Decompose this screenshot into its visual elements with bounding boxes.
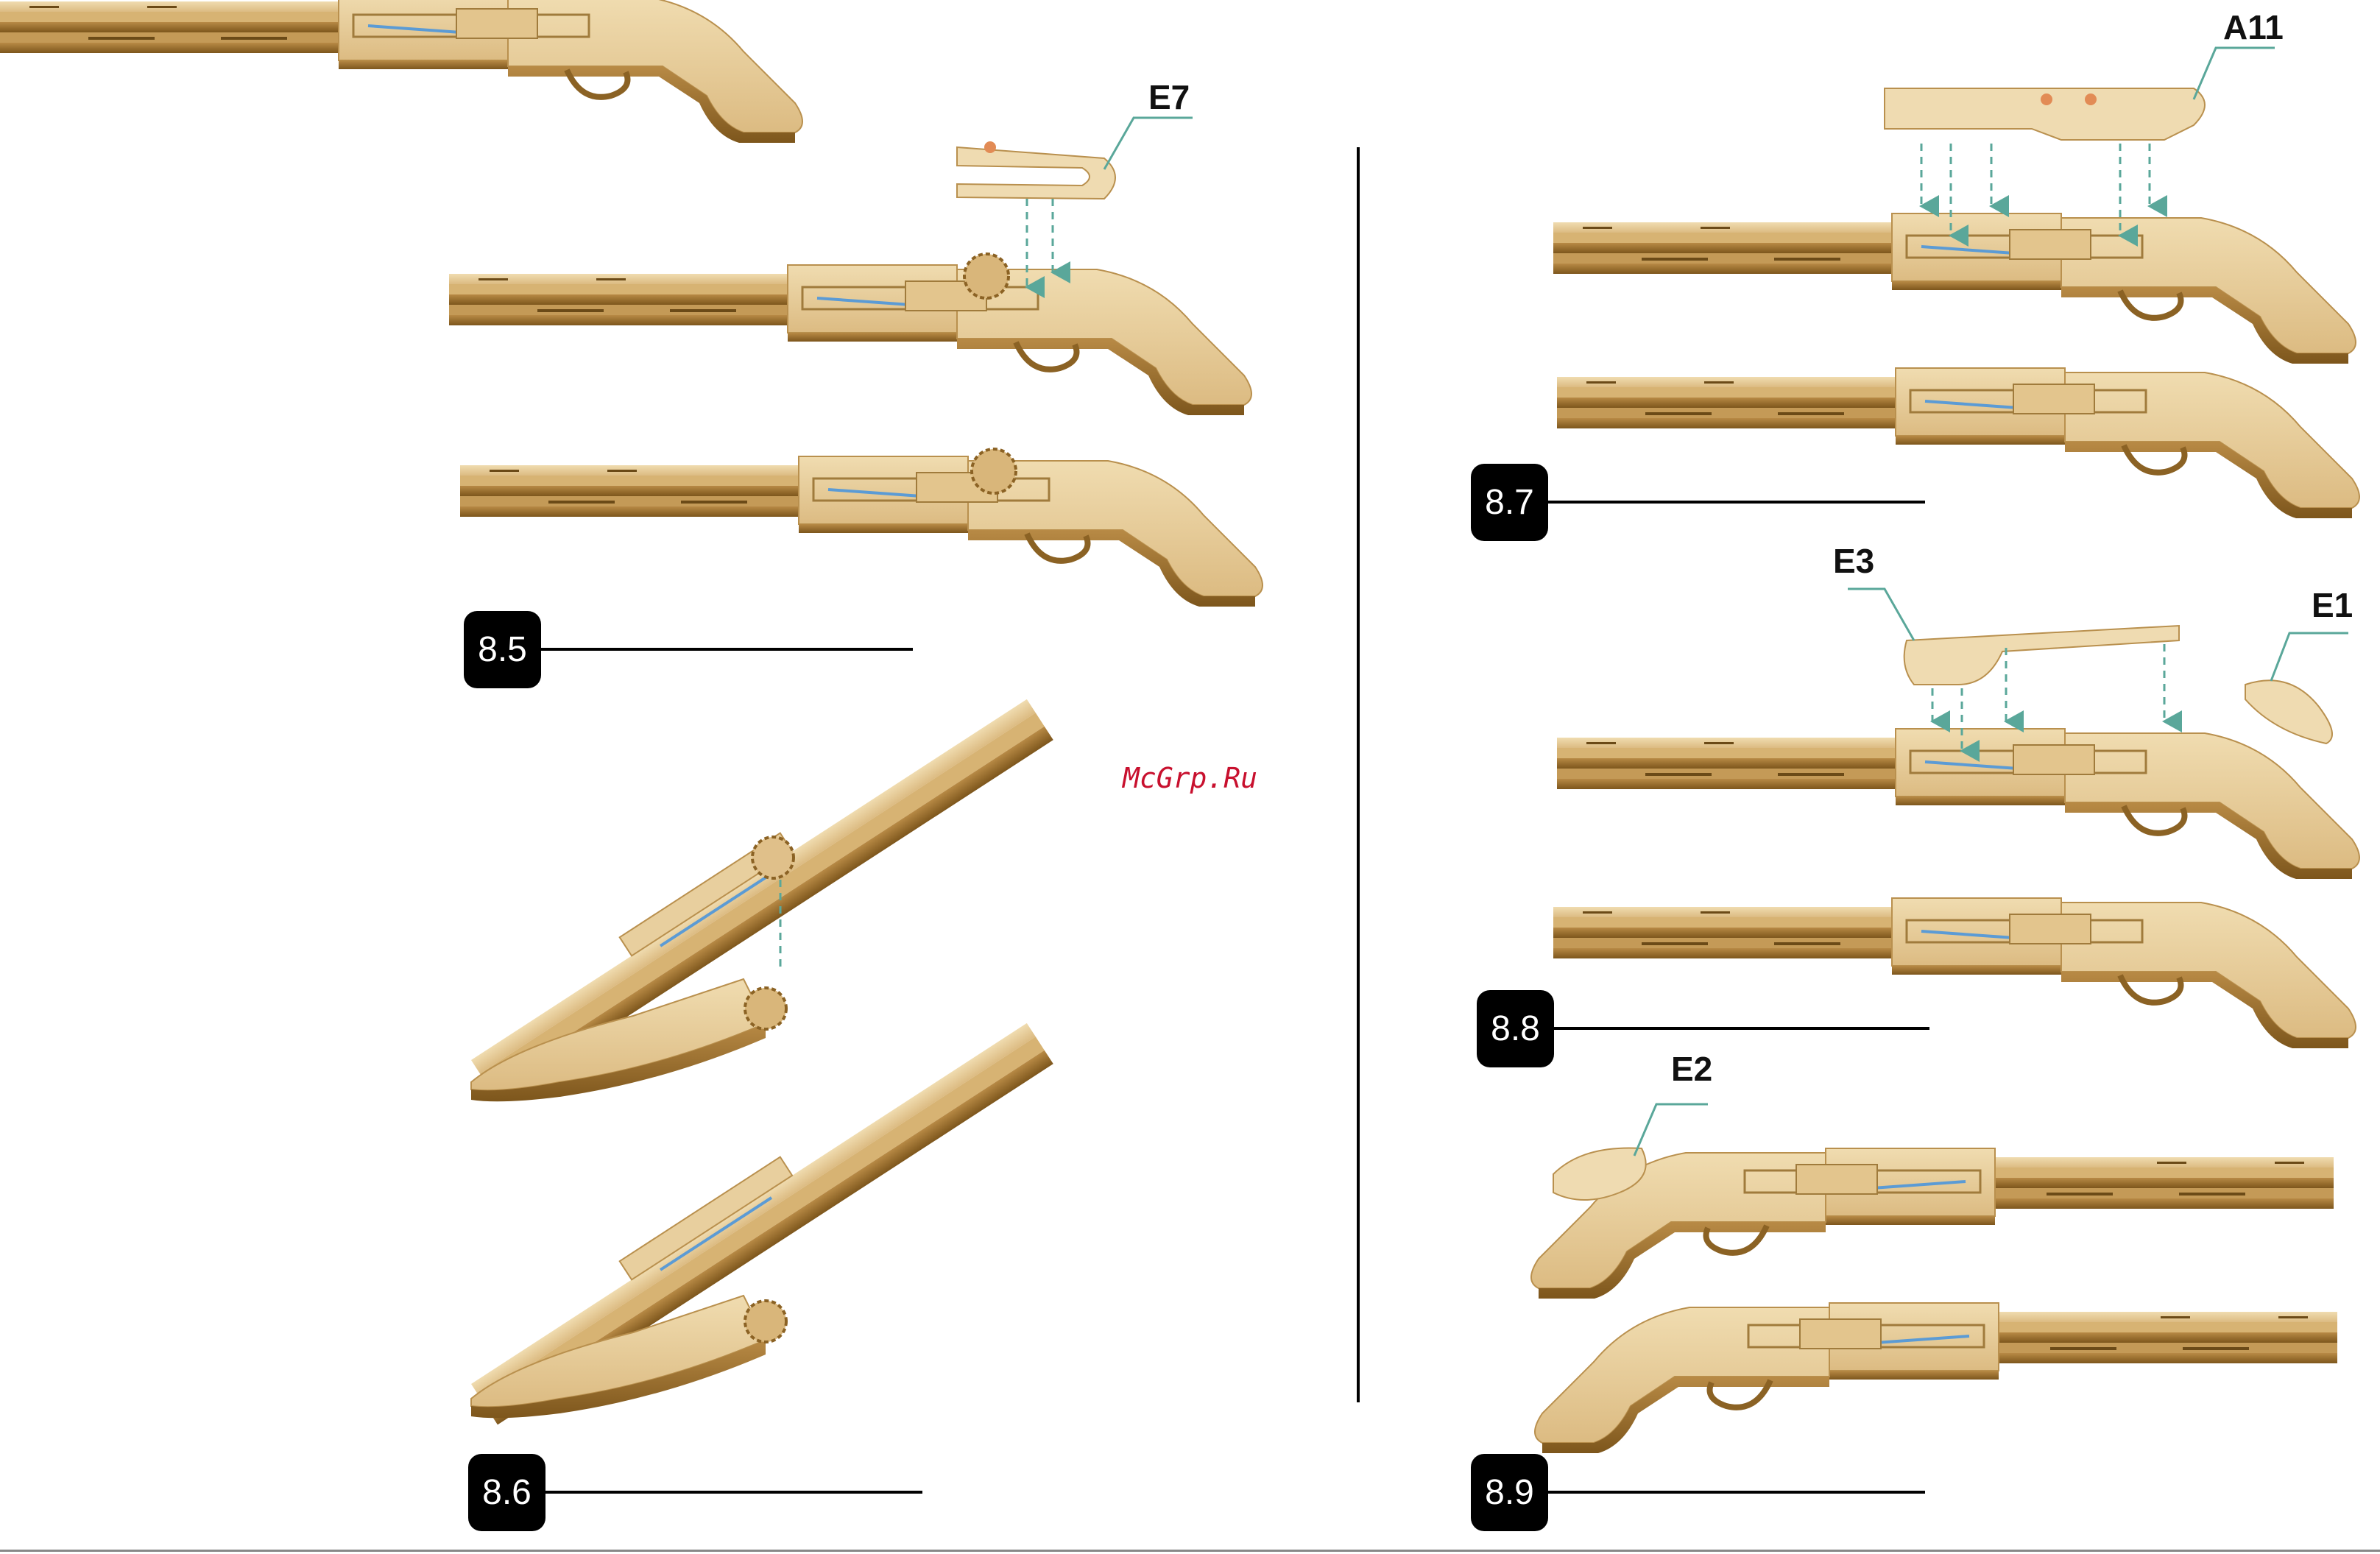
step-badge-8-5: 8.5 — [464, 611, 541, 688]
step-badge-8-8: 8.8 — [1477, 990, 1554, 1067]
step-8-6-illustration — [459, 681, 1053, 1425]
part-label-e1: E1 — [2312, 585, 2353, 625]
column-divider — [1357, 147, 1360, 1402]
step-rule — [1554, 1027, 1929, 1030]
gun-model-right — [0, 0, 802, 143]
watermark: McGrp.Ru — [1123, 762, 1257, 794]
part-label-e7: E7 — [1148, 77, 1190, 117]
step-badge-8-7: 8.7 — [1471, 464, 1548, 541]
step-rule — [541, 648, 913, 651]
step-badge-8-9: 8.9 — [1471, 1454, 1548, 1531]
part-label-e3: E3 — [1833, 541, 1874, 581]
step-badge-8-6: 8.6 — [468, 1454, 545, 1531]
step-rule — [1548, 1491, 1925, 1494]
part-label-e2: E2 — [1671, 1049, 1712, 1089]
step-rule — [545, 1491, 922, 1494]
step-8-8-illustration — [1553, 589, 2359, 1048]
step-8-7-illustration — [1553, 48, 2359, 518]
bottom-rule — [0, 1550, 2380, 1552]
step-rule — [1548, 501, 1925, 504]
part-label-a11: A11 — [2223, 7, 2284, 47]
step-8-5-illustration — [449, 118, 1263, 607]
step-8-9-illustration — [1531, 1104, 2337, 1453]
